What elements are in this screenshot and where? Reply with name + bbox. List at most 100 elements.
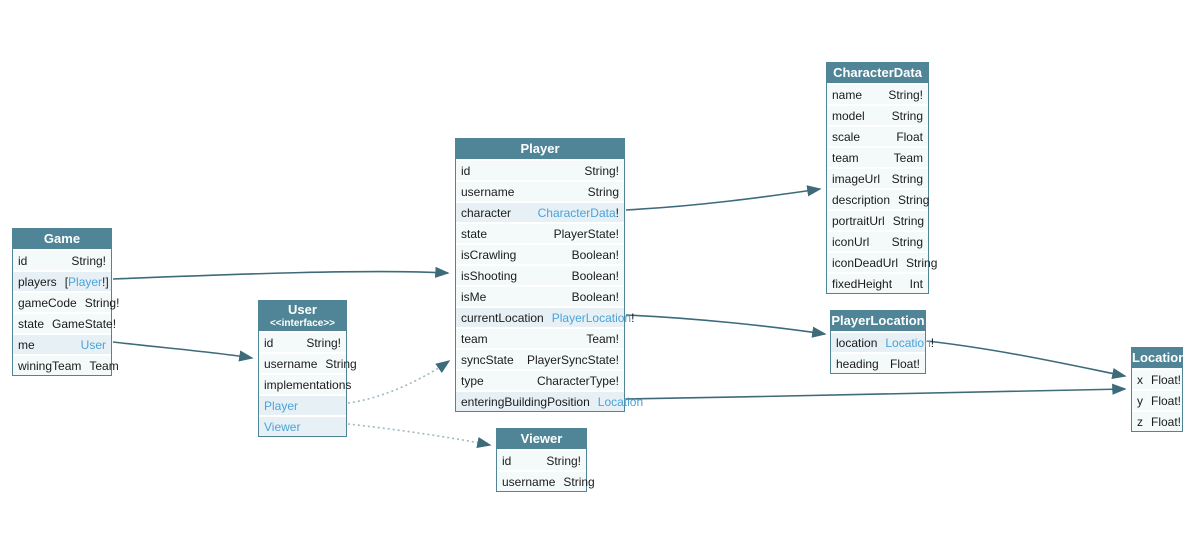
type-suffix: ! xyxy=(615,205,619,220)
type-link[interactable]: PlayerLocation xyxy=(551,310,632,325)
type-link[interactable]: Player xyxy=(68,274,103,289)
type-text: GameState! xyxy=(52,316,117,331)
type-text: String xyxy=(891,234,923,249)
type-link[interactable]: CharacterData xyxy=(537,205,616,220)
type-suffix: !] xyxy=(102,274,109,289)
field-name: iconUrl xyxy=(832,234,870,249)
field-type: User xyxy=(81,338,106,352)
type-text: String! xyxy=(71,253,106,268)
entity-header-player[interactable]: Player xyxy=(456,139,624,159)
type-link[interactable]: Location xyxy=(885,335,931,350)
field-row-user-Player[interactable]: Player xyxy=(259,394,346,415)
field-row-game-players[interactable]: players[Player!] xyxy=(13,270,111,291)
field-type: String! xyxy=(584,164,619,178)
field-row-player-isMe[interactable]: isMe Boolean! xyxy=(456,285,624,306)
type-link[interactable]: Viewer xyxy=(264,419,301,434)
type-suffix: ! xyxy=(631,310,635,325)
field-type: Location xyxy=(598,395,643,409)
field-name: scale xyxy=(832,129,861,144)
entity-title: Location xyxy=(1132,349,1187,365)
type-text: Float! xyxy=(889,356,920,371)
field-name: me xyxy=(18,337,35,352)
type-text: Team xyxy=(893,150,923,165)
field-row-location-z[interactable]: z Float! xyxy=(1132,410,1182,431)
field-type: CharacterType! xyxy=(537,374,619,388)
field-name: players xyxy=(18,274,57,289)
edge-game-players-to-player xyxy=(112,266,450,280)
type-text: String! xyxy=(888,87,923,102)
entity-title: User xyxy=(288,302,317,318)
field-row-user-Viewer[interactable]: Viewer xyxy=(259,415,346,436)
field-type: Boolean! xyxy=(572,248,619,262)
entity-header-location[interactable]: Location xyxy=(1132,348,1187,368)
field-name: username xyxy=(502,474,556,489)
type-link[interactable]: Player xyxy=(264,398,299,413)
type-text: Float! xyxy=(1151,414,1182,429)
field-name: id xyxy=(461,163,471,178)
type-text: CharacterType! xyxy=(536,373,619,388)
field-name: x xyxy=(1137,372,1143,387)
field-name: implementations xyxy=(264,377,352,392)
type-link[interactable]: User xyxy=(80,337,106,352)
entity-header-user[interactable]: User<<interface>> xyxy=(259,301,346,331)
field-type: String xyxy=(898,193,929,207)
field-type: Boolean! xyxy=(572,269,619,283)
field-name: isMe xyxy=(461,289,487,304)
field-row-user-implementations[interactable]: implementations xyxy=(259,373,351,394)
entity-header-viewer[interactable]: Viewer xyxy=(497,429,586,449)
type-text: String! xyxy=(546,453,581,468)
type-text: PlayerState! xyxy=(553,226,619,241)
field-row-game-me[interactable]: me User xyxy=(13,333,111,354)
field-name: z xyxy=(1137,414,1143,429)
field-name: model xyxy=(832,108,865,123)
type-link[interactable]: Location xyxy=(597,394,644,409)
edge-player-currentlocation-to-playerlocation xyxy=(625,314,827,338)
field-row-characterData-iconUrl[interactable]: iconUrl String xyxy=(827,230,928,251)
edge-player-enteringbuildingposition-to-location xyxy=(625,383,1127,400)
entity-header-characterData[interactable]: CharacterData xyxy=(827,63,928,83)
entity-header-game[interactable]: Game xyxy=(13,229,111,249)
entity-header-playerLocation[interactable]: PlayerLocation xyxy=(831,311,925,331)
field-row-player-id[interactable]: id String! xyxy=(456,159,624,180)
field-type: Boolean! xyxy=(572,290,619,304)
